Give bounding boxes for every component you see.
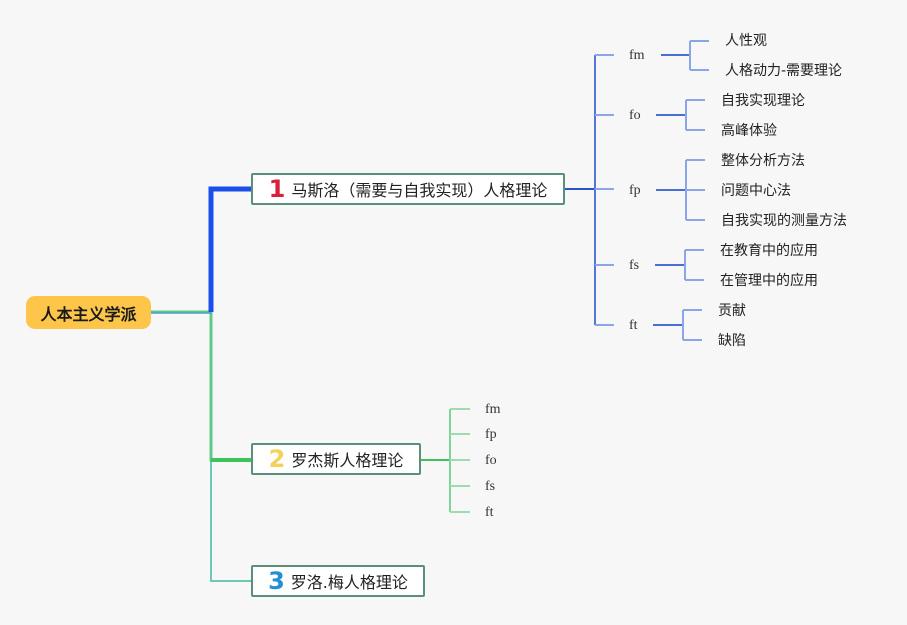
connector-root-branch2: [151, 310, 251, 462]
branch-label: 罗洛.梅人格理论: [290, 573, 408, 592]
leaf-item[interactable]: 自我实现的测量方法: [721, 213, 847, 229]
branch-node-rogers[interactable]: 2 罗杰斯人格理论: [251, 443, 421, 475]
root-node[interactable]: 人本主义学派: [26, 296, 151, 329]
bracket-fo: [685, 99, 705, 131]
connector-root-branch1: [208, 186, 251, 312]
leaf-item[interactable]: 问题中心法: [721, 183, 791, 199]
leaf-item[interactable]: 在教育中的应用: [720, 243, 818, 259]
subtopic-fp[interactable]: fp: [485, 427, 497, 442]
branch-number-badge: 2: [268, 445, 286, 473]
subtopic-ft[interactable]: ft: [485, 505, 494, 520]
branch-label: 罗杰斯人格理论: [291, 451, 404, 470]
subtopic-fo[interactable]: fo: [629, 108, 641, 123]
leaf-item[interactable]: 贡献: [718, 303, 746, 319]
leaf-item[interactable]: 人格动力-需要理论: [725, 63, 843, 79]
branch1-connectors: [565, 54, 614, 326]
branch-node-maslow[interactable]: 1 马斯洛（需要与自我实现）人格理论: [251, 173, 565, 205]
subtopic-fo[interactable]: fo: [485, 453, 497, 468]
branch2-connectors: [421, 408, 470, 513]
bracket-ft: [682, 309, 702, 341]
root-label: 人本主义学派: [40, 304, 137, 324]
branch-number-badge: 1: [268, 175, 286, 203]
branch-label: 马斯洛（需要与自我实现）人格理论: [291, 181, 548, 200]
subtopic-fm[interactable]: fm: [629, 48, 645, 63]
leaf-item[interactable]: 自我实现理论: [721, 93, 805, 109]
leaf-item[interactable]: 高峰体验: [721, 123, 777, 139]
branch-node-may[interactable]: 3 罗洛.梅人格理论: [251, 565, 425, 597]
leaf-item[interactable]: 在管理中的应用: [720, 273, 818, 289]
bracket-fs: [684, 249, 704, 281]
leaf-item[interactable]: 缺陷: [718, 333, 746, 349]
root-connectors: [151, 186, 251, 582]
bracket-fp: [685, 159, 705, 221]
branch-number-badge: 3: [268, 567, 285, 595]
subtopic-ft[interactable]: ft: [629, 318, 638, 333]
subtopic-fp[interactable]: fp: [629, 183, 641, 198]
bracket-fm: [689, 40, 709, 71]
leaf-item[interactable]: 整体分析方法: [721, 153, 805, 169]
subtopic-fs[interactable]: fs: [629, 258, 640, 273]
subtopic-fs[interactable]: fs: [485, 479, 496, 494]
leaf-connectors: [653, 40, 709, 341]
leaf-item[interactable]: 人性观: [725, 33, 767, 49]
connector-root-branch3: [151, 311, 251, 582]
subtopic-fm[interactable]: fm: [485, 402, 501, 417]
